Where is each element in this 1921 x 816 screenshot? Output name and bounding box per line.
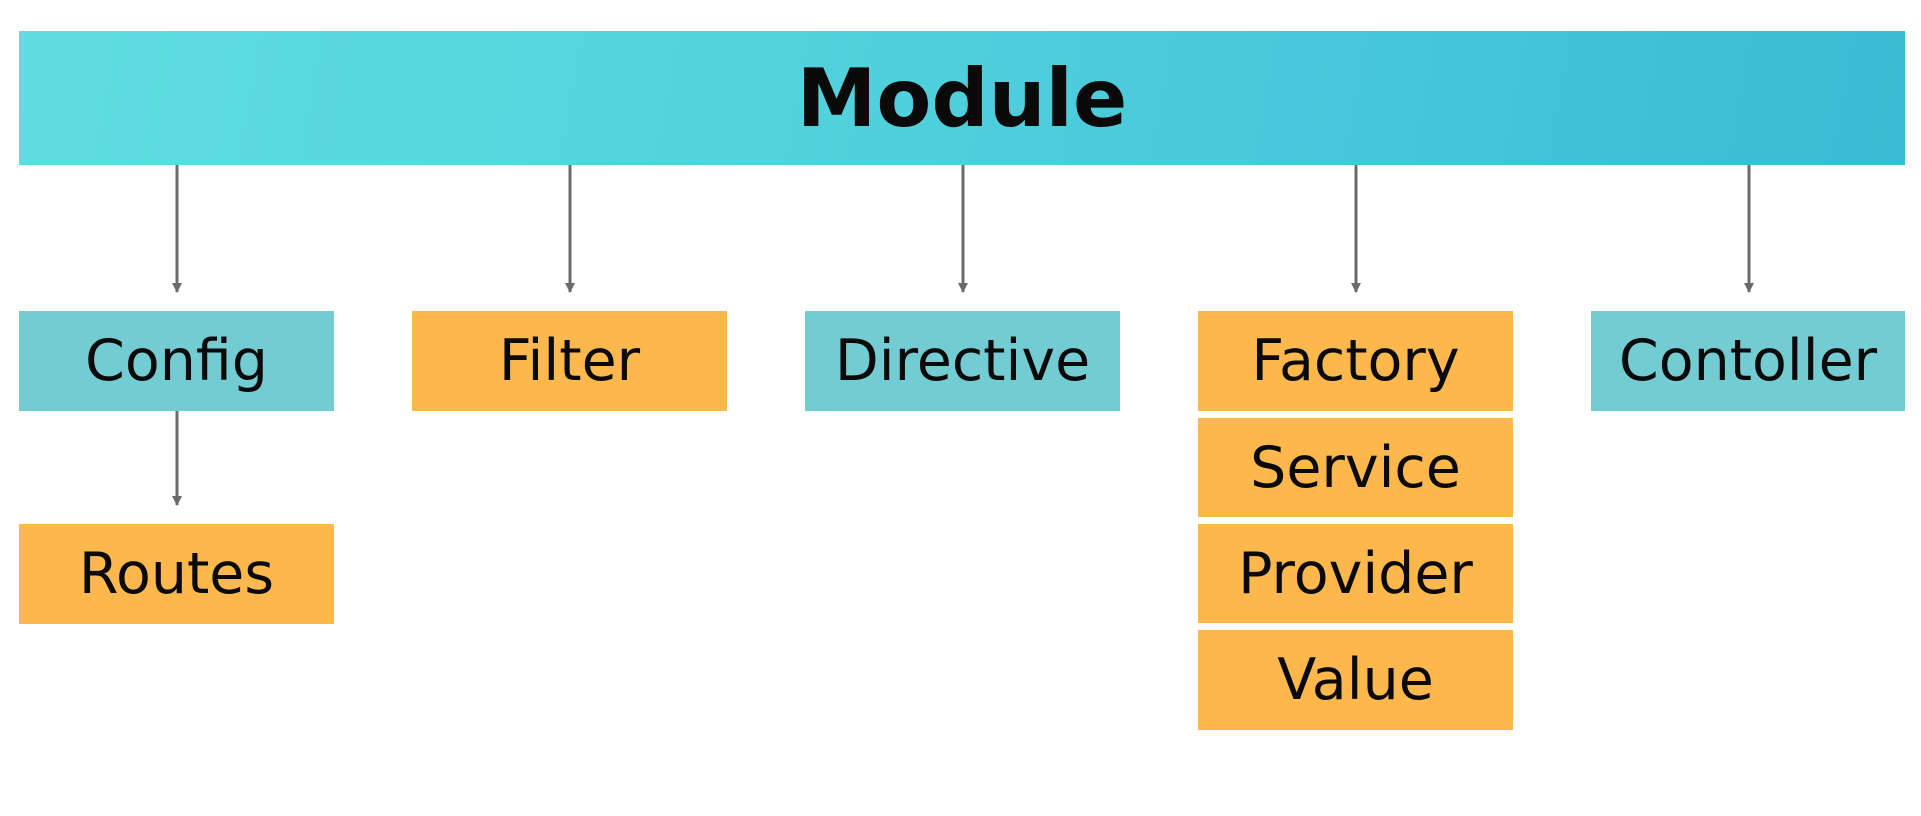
filter-node: Filter [412, 311, 727, 411]
routes-label: Routes [78, 541, 275, 607]
directive-label: Directive [834, 328, 1091, 394]
factory-node: Factory [1198, 311, 1513, 411]
service-node: Service [1198, 418, 1513, 517]
config-node: Config [19, 311, 334, 411]
routes-node: Routes [19, 524, 334, 624]
filter-label: Filter [498, 328, 641, 394]
provider-node: Provider [1198, 524, 1513, 623]
value-label: Value [1277, 647, 1434, 713]
provider-label: Provider [1238, 540, 1473, 607]
service-label: Service [1250, 434, 1461, 501]
factory-label: Factory [1251, 328, 1460, 394]
directive-node: Directive [805, 311, 1120, 411]
module-label: Module [796, 51, 1128, 145]
value-node: Value [1198, 630, 1513, 730]
module-node: Module [19, 31, 1905, 165]
config-label: Config [85, 328, 268, 394]
controller-label: Contoller [1618, 328, 1878, 394]
controller-node: Contoller [1591, 311, 1905, 411]
